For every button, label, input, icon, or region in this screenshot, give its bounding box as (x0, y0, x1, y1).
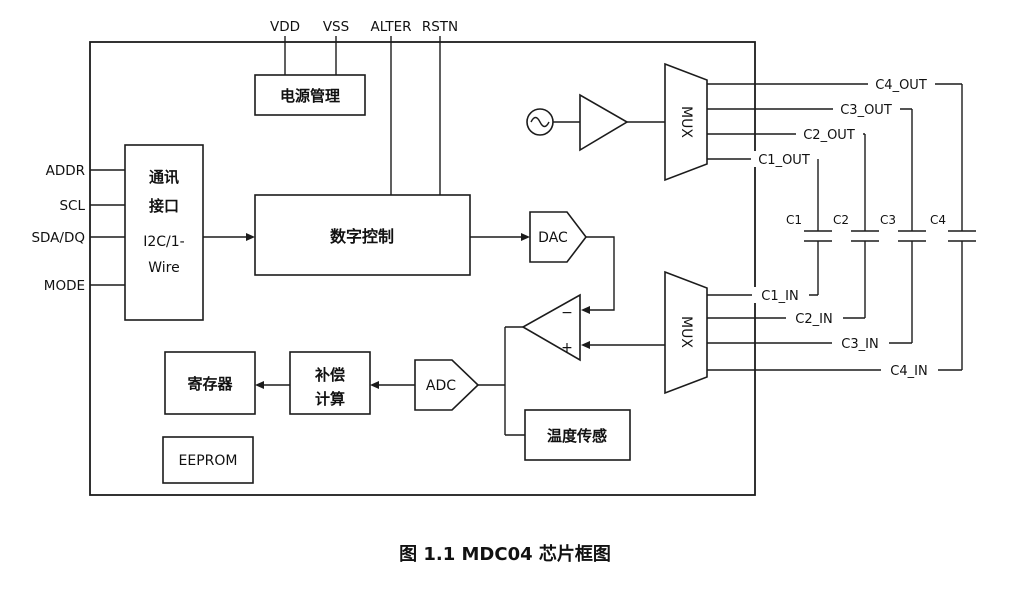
digital-control-label: 数字控制 (330, 227, 394, 246)
c4-label: C4 (930, 213, 946, 227)
c2-in-label-bg (786, 310, 843, 326)
c3-out-label-bg (833, 101, 900, 117)
adc-shape (414, 359, 480, 411)
pin-vss-label: VSS (323, 19, 349, 35)
comm-interface-label-2: 接口 (149, 197, 179, 215)
dac-shape (529, 211, 588, 263)
power-management-label: 电源管理 (280, 87, 340, 105)
c2-out-label-bg (796, 126, 863, 142)
comparator-minus-sign: − (561, 305, 573, 321)
c1-out-label: C1_OUT (758, 153, 810, 168)
pin-rstn-label: RSTN (422, 19, 458, 35)
cout-wires: C4_OUT C3_OUT C2_OUT C1_OUT (707, 76, 962, 168)
temp-sensor-box (524, 409, 631, 461)
compensation-block: 补偿 计算 (289, 351, 371, 415)
external-capacitors: C1 C2 C3 C4 (786, 84, 976, 370)
adc-label: ADC (426, 378, 456, 394)
dac-label: DAC (538, 230, 568, 246)
digital-control-box (254, 194, 471, 276)
c3-in-label-bg (832, 335, 889, 351)
mux-bottom-shape (664, 270, 708, 395)
amplifier-shape (579, 93, 629, 152)
c4-out-label-bg (868, 76, 935, 92)
c3-in-label: C3_IN (841, 337, 878, 352)
left-pins: ADDR SCL SDA/DQ MODE (31, 163, 125, 294)
c3-label: C3 (880, 213, 896, 227)
mux-bottom-block: MUX (664, 270, 708, 395)
register-label: 寄存器 (187, 375, 233, 393)
figure-caption: 图 1.1 MDC04 芯片框图 (399, 543, 611, 565)
compensation-label-2: 计算 (315, 390, 345, 408)
c2-label: C2 (833, 213, 849, 227)
pin-vdd-label: VDD (270, 19, 300, 35)
compensation-box (289, 351, 371, 415)
temp-sensor-block: 温度传感 (524, 409, 631, 461)
c4-out-label: C4_OUT (875, 78, 927, 93)
pin-addr-label: ADDR (46, 163, 85, 179)
comm-interface-label-3: I2C/1- (143, 234, 185, 250)
eeprom-label: EEPROM (179, 453, 238, 469)
comparator-shape (521, 293, 581, 362)
c1-in-label: C1_IN (761, 289, 798, 304)
comparator-block: − + (521, 293, 581, 362)
mux-top-label: MUX (678, 106, 694, 138)
adc-block: ADC (414, 359, 480, 411)
comm-interface-block: 通讯 接口 I2C/1- Wire (124, 144, 204, 321)
c2-in-label: C2_IN (795, 312, 832, 327)
eeprom-box (162, 436, 254, 484)
adc-to-compensation-arrowhead (370, 381, 379, 389)
c1-out-label-bg (751, 151, 818, 167)
digital-control-block: 数字控制 (254, 194, 471, 276)
pin-sda-dq-label: SDA/DQ (31, 230, 85, 246)
compensation-label-1: 补偿 (314, 366, 345, 384)
pin-scl-label: SCL (59, 198, 85, 214)
mux-top-shape (664, 62, 708, 182)
c1-label: C1 (786, 213, 802, 227)
dac-to-comparator-arrowhead (581, 306, 590, 314)
comm-to-digital-arrowhead (246, 233, 255, 241)
comm-interface-label-1: 通讯 (149, 168, 179, 186)
temp-sensor-label: 温度传感 (547, 427, 607, 445)
pin-mode-label: MODE (44, 278, 85, 294)
pin-alter-label: ALTER (370, 19, 411, 35)
dac-to-comparator-wire (586, 236, 615, 311)
c2-out-label: C2_OUT (803, 128, 855, 143)
mux-bottom-label: MUX (678, 316, 694, 348)
register-box (164, 351, 256, 415)
oscillator (526, 108, 554, 136)
register-block: 寄存器 (164, 351, 256, 415)
c3-out-label: C3_OUT (840, 103, 892, 118)
eeprom-block: EEPROM (162, 436, 254, 484)
c1-in-label-bg (752, 287, 809, 303)
comm-interface-box (124, 144, 204, 321)
comm-interface-label-4: Wire (148, 260, 180, 276)
c4-in-label: C4_IN (890, 364, 927, 379)
cin-wires: C1_IN C2_IN C3_IN C4_IN (707, 287, 962, 379)
mux-top-block: MUX (664, 62, 708, 182)
power-management-box (254, 74, 366, 116)
dac-block: DAC (529, 211, 588, 263)
sine-wave-icon (530, 116, 550, 128)
comparator-plus-sign: + (561, 340, 573, 356)
mux-to-comparator-arrowhead (581, 341, 590, 349)
power-management-block: 电源管理 (254, 74, 366, 116)
c4-in-label-bg (881, 362, 938, 378)
digital-to-dac-arrowhead (521, 233, 530, 241)
compensation-to-register-arrowhead (255, 381, 264, 389)
chip-boundary (89, 41, 756, 496)
top-pins: VDD VSS ALTER RSTN (270, 19, 458, 195)
